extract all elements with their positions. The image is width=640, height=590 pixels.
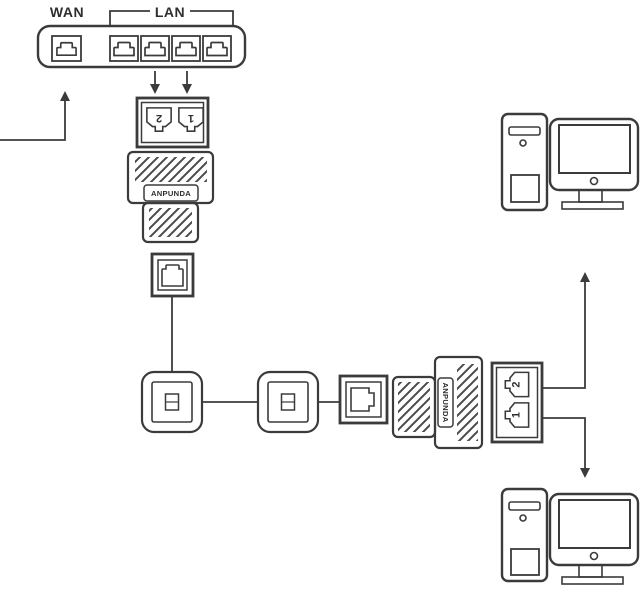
splitter-right-head-inner	[495, 366, 539, 439]
wall-plate-1	[140, 370, 204, 434]
rj45-socket-icon	[113, 41, 135, 57]
monitor-button	[589, 176, 599, 186]
tower-panel	[510, 174, 540, 203]
splitter-top-stem	[141, 201, 200, 244]
jack-frame	[338, 374, 389, 425]
rj45-socket-icon	[144, 41, 166, 57]
brand-label: ANPUNDA	[441, 382, 450, 422]
monitor-stand-neck	[578, 189, 603, 203]
lan-port-4	[202, 35, 232, 62]
keystone-jack-right	[338, 374, 389, 425]
tower-panel	[510, 548, 540, 576]
lan-label: LAN	[155, 4, 185, 20]
hatch-texture	[149, 208, 192, 237]
port-number: 2	[156, 112, 162, 124]
desktop-tower-icon	[500, 112, 549, 212]
wan-port	[51, 35, 82, 62]
splitter-right-port-2: 2	[504, 371, 530, 398]
rj45-socket-icon	[175, 41, 197, 57]
splitter-top-port-2: 2	[146, 107, 172, 133]
arrow-up-icon	[580, 272, 590, 282]
tower-power-button	[519, 514, 527, 522]
splitter-right-body	[433, 355, 484, 450]
arrow-down-icon	[182, 84, 192, 94]
wall-plate-2	[256, 370, 320, 434]
splitter-top: 2 1 ANPUNDA	[126, 96, 215, 298]
arrow-up-icon	[60, 91, 70, 101]
rj45-socket-icon	[161, 264, 184, 287]
tower-power-button	[519, 139, 527, 147]
arrow-line	[542, 417, 586, 469]
lan-port-2	[140, 35, 170, 62]
splitter-right: ANPUNDA 2 1	[391, 355, 544, 450]
monitor-stand-base	[561, 201, 624, 210]
tower-drive-slot	[508, 126, 541, 136]
splitter-right-head	[490, 361, 544, 444]
arrow-down-icon	[150, 84, 160, 94]
lan-port-frame	[202, 35, 232, 62]
lan-port-frame	[109, 35, 139, 62]
monitor-icon	[548, 117, 640, 192]
port-number: 2	[511, 381, 523, 387]
hatch-texture	[457, 364, 478, 441]
lan-port-frame	[140, 35, 170, 62]
computer-top	[500, 112, 640, 212]
splitter-top-output-jack	[150, 252, 195, 298]
rj45-socket-icon	[350, 387, 375, 412]
brand-label: ANPUNDA	[151, 189, 191, 198]
monitor-screen	[558, 124, 631, 174]
port-number: 1	[511, 412, 523, 418]
rj45-socket-icon	[56, 41, 77, 57]
monitor-icon	[548, 492, 640, 567]
plate-inner	[267, 381, 309, 423]
arrow-down-icon	[580, 468, 590, 478]
hatch-texture	[135, 157, 207, 182]
router: WAN LAN	[36, 4, 247, 69]
splitter-to-computer-bottom-arrow	[542, 417, 590, 478]
tower-drive-slot	[508, 501, 541, 511]
wan-uplink-arrow	[0, 91, 70, 141]
lan-to-splitter-arrows	[150, 71, 192, 94]
monitor-screen	[558, 499, 631, 549]
lan-port-1	[109, 35, 139, 62]
plate-inner	[151, 381, 193, 423]
router-body	[36, 24, 247, 69]
monitor-button	[589, 551, 599, 561]
lan-port-frame	[171, 35, 201, 62]
hatch-texture	[398, 382, 430, 432]
rj45-socket-icon	[206, 41, 228, 57]
splitter-to-computer-top-arrow	[542, 272, 590, 389]
brand-plate	[143, 184, 199, 202]
port-number: 1	[188, 112, 194, 124]
monitor-stand-base	[561, 576, 624, 585]
splitter-top-head	[135, 96, 210, 149]
arrow-line	[0, 100, 66, 141]
splitter-right-port-1: 1	[504, 402, 530, 428]
brand-plate	[437, 377, 454, 428]
wan-port-frame	[51, 35, 82, 62]
lan-port-3	[171, 35, 201, 62]
jack-frame-inner	[157, 259, 188, 291]
computer-bottom	[500, 487, 640, 585]
jack-frame-inner	[345, 381, 382, 418]
desktop-tower-icon	[500, 487, 549, 583]
lan-bracket	[109, 10, 234, 27]
arrow-line	[542, 281, 586, 389]
splitter-top-port-1: 1	[178, 107, 204, 133]
wan-label: WAN	[50, 4, 84, 20]
monitor-stand-neck	[578, 564, 603, 578]
